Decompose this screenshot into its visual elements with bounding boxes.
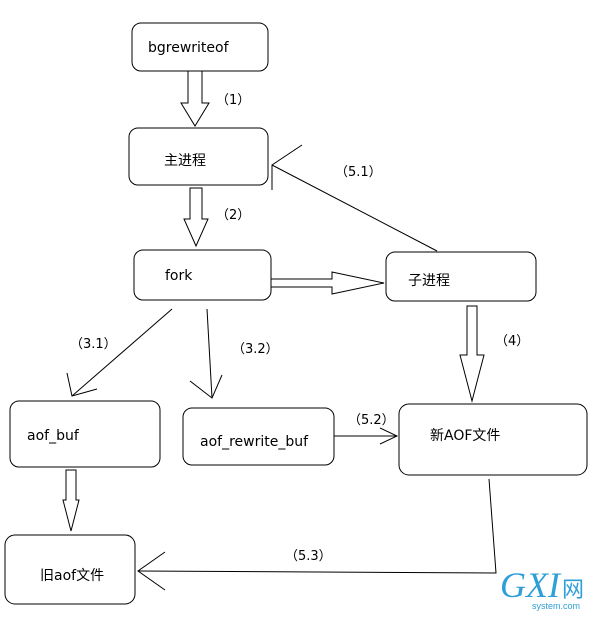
arrow-fork-to-child [270,271,385,295]
watermark-logo-text: GXI [500,565,562,605]
step-label-2: （2） [216,208,250,223]
node-aof-buf-box [9,400,161,468]
step-label-5-2: （5.2） [348,413,395,428]
arrow-step-3-2-line [206,308,213,399]
arrow-step-3-1-head [66,372,98,397]
node-new-aof-file-label: 新AOF文件 [430,428,500,444]
watermark-logo-suffix: 网 [562,578,584,603]
step-label-4: （4） [495,334,529,349]
step-label-5-3: （5.3） [285,549,332,564]
arrow-step-3-2-head [189,374,223,399]
node-main-process-box [128,127,269,186]
node-old-aof-file-label: 旧aof文件 [40,568,104,584]
arrow-step-4 [459,305,485,403]
node-child-process-box [385,251,537,302]
arrow-step-5-1-line [271,164,438,252]
arrow-step-5-1-head [271,144,303,190]
arrow-aofbuf-to-old [62,469,80,532]
node-aof-rewrite-buf-label: aof_rewrite_buf [200,434,309,450]
arrow-step-5-3-line [137,478,497,574]
arrow-step-5-2-head [379,427,399,445]
step-label-1: （1） [216,93,250,108]
node-aof-buf-label: aof_buf [27,428,80,444]
watermark-site-text: system.com [532,601,580,611]
step-label-3-2: （3.2） [232,342,279,357]
node-bgrewriteof-label: bgrewriteof [148,40,230,56]
watermark-logo: GXI 网 system.com [500,565,584,611]
arrow-step-2 [183,187,209,248]
arrow-step-5-3-head [137,551,166,591]
step-label-5-1: （5.1） [335,165,382,180]
node-fork-label: fork [165,268,193,284]
node-child-process-label: 子进程 [408,273,450,289]
step-label-3-1: （3.1） [70,337,117,352]
node-main-process-label: 主进程 [164,153,206,169]
arrow-step-3-1-line [71,308,173,397]
arrow-step-1 [180,70,210,127]
node-old-aof-file-box [4,534,136,605]
node-new-aof-file-box [398,403,588,476]
node-fork-box [133,249,272,301]
